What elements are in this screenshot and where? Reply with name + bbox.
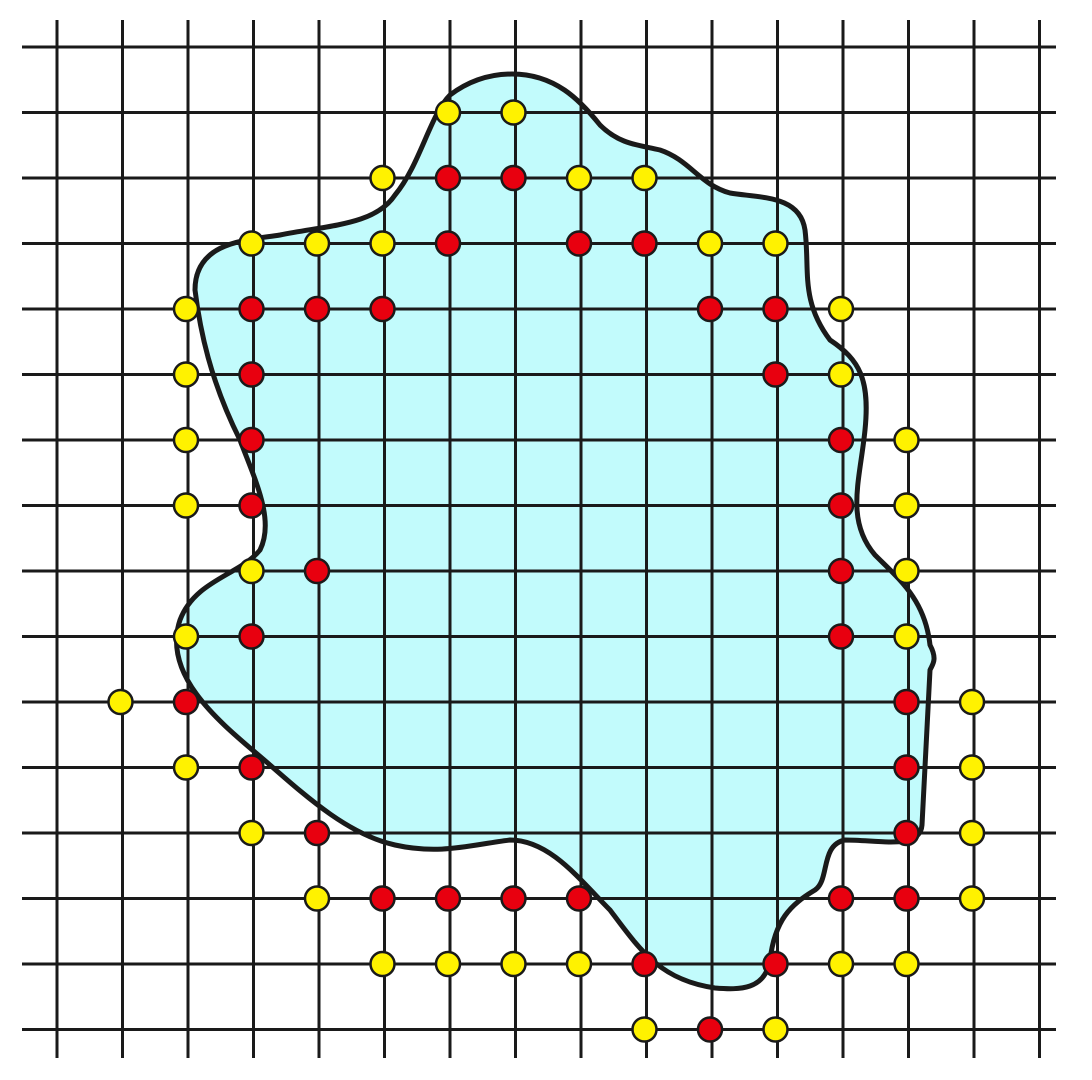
inside-point xyxy=(238,426,265,454)
outside-point xyxy=(827,361,855,388)
outside-point xyxy=(565,950,593,978)
outside-point xyxy=(500,950,527,978)
inside-point xyxy=(696,295,724,323)
inside-point xyxy=(565,230,593,257)
outside-point xyxy=(238,557,265,585)
outside-point xyxy=(631,164,658,192)
outside-point xyxy=(500,99,527,126)
outside-point xyxy=(369,230,396,257)
outside-point xyxy=(762,230,789,257)
inside-point xyxy=(762,361,789,388)
outside-point xyxy=(893,623,920,650)
outside-point xyxy=(172,492,200,519)
inside-point xyxy=(827,885,855,912)
outside-point xyxy=(303,230,331,257)
inside-point xyxy=(500,164,527,192)
outside-point xyxy=(565,164,593,192)
outside-point xyxy=(893,557,920,585)
outside-point xyxy=(958,688,986,716)
inside-point xyxy=(827,426,855,454)
outside-point xyxy=(827,295,855,323)
outside-point xyxy=(172,361,200,388)
inside-point xyxy=(238,492,265,519)
outside-point xyxy=(958,885,986,912)
outside-points xyxy=(107,99,986,1043)
outside-point xyxy=(958,754,986,781)
inside-points xyxy=(172,164,920,1043)
inside-point xyxy=(827,623,855,650)
outside-point xyxy=(369,950,396,978)
inside-point xyxy=(238,754,265,781)
inside-point xyxy=(696,1016,724,1043)
inside-point xyxy=(238,295,265,323)
inside-point xyxy=(893,885,920,912)
outside-point xyxy=(172,754,200,781)
outside-point xyxy=(238,230,265,257)
inside-point xyxy=(565,885,593,912)
inside-point xyxy=(631,950,658,978)
inside-point xyxy=(893,819,920,847)
inside-point xyxy=(434,164,462,192)
inside-point xyxy=(434,885,462,912)
inside-point xyxy=(172,688,200,716)
outside-point xyxy=(369,164,396,192)
inside-point xyxy=(434,230,462,257)
inside-point xyxy=(500,885,527,912)
inside-point xyxy=(369,295,396,323)
inside-point xyxy=(303,819,331,847)
outside-point xyxy=(958,819,986,847)
outside-point xyxy=(434,950,462,978)
outside-point xyxy=(893,426,920,454)
inside-point xyxy=(827,557,855,585)
outside-point xyxy=(434,99,462,126)
inside-point xyxy=(303,295,331,323)
outside-point xyxy=(238,819,265,847)
inside-point xyxy=(762,295,789,323)
inside-point xyxy=(893,688,920,716)
outside-point xyxy=(172,623,200,650)
inside-point xyxy=(893,754,920,781)
outside-point xyxy=(631,1016,658,1043)
inside-point xyxy=(303,557,331,585)
outside-point xyxy=(172,426,200,454)
outside-point xyxy=(893,950,920,978)
inside-point xyxy=(238,361,265,388)
inside-point xyxy=(762,950,789,978)
outside-point xyxy=(696,230,724,257)
outside-point xyxy=(827,950,855,978)
outside-point xyxy=(107,688,134,716)
grid-lines xyxy=(22,20,1056,1058)
outside-point xyxy=(303,885,331,912)
inside-point xyxy=(827,492,855,519)
outside-point xyxy=(893,492,920,519)
inside-point xyxy=(631,230,658,257)
outside-point xyxy=(172,295,200,323)
outside-point xyxy=(762,1016,789,1043)
inside-point xyxy=(369,885,396,912)
inside-point xyxy=(238,623,265,650)
region-boundary xyxy=(174,71,937,992)
